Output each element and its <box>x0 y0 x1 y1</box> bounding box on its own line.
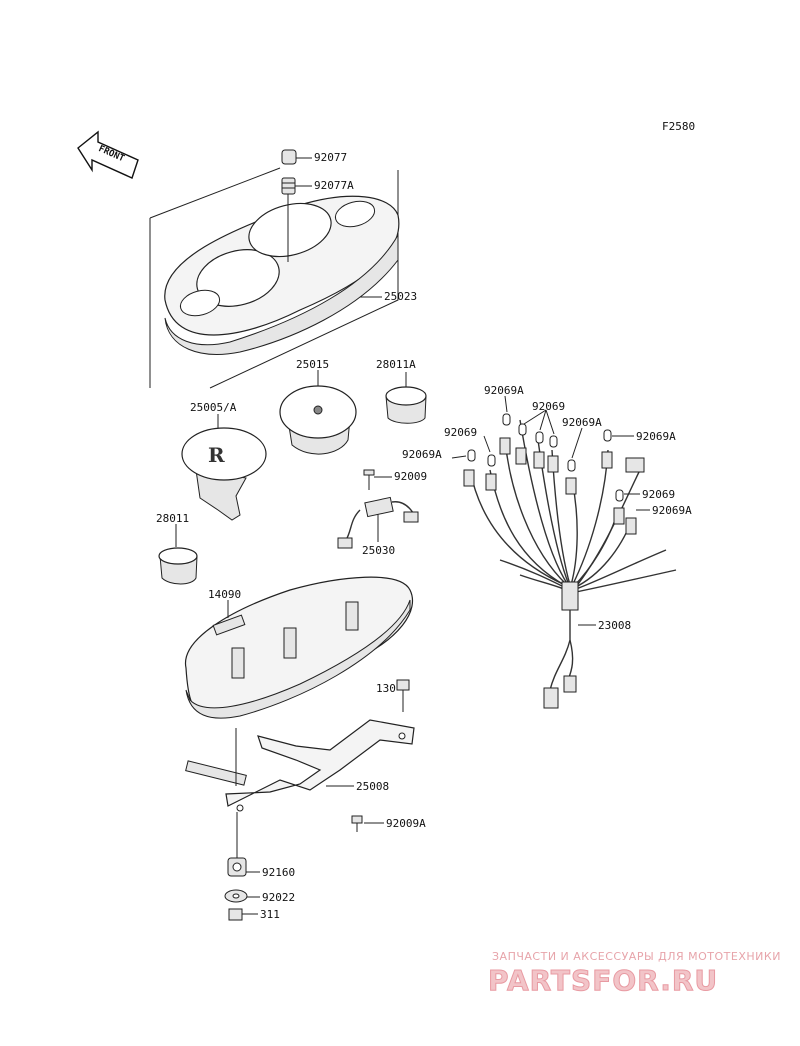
meter-case-14090 <box>184 576 414 719</box>
label-25015: 25015 <box>296 358 329 371</box>
unit-25030 <box>337 496 419 549</box>
watermark-logo: ЗАПЧАСТИ И АКСЕССУАРЫ ДЛЯ МОТОТЕХНИКИ PA… <box>488 950 781 998</box>
label-92077: 92077 <box>314 151 347 164</box>
meter-25005a: R <box>181 427 267 521</box>
diagram-code: F2580 <box>662 120 695 133</box>
label-14090: 14090 <box>208 588 241 601</box>
bulbs <box>463 413 637 535</box>
label-92069a-4: 92069A <box>636 430 676 443</box>
washer-92022 <box>224 889 248 903</box>
socket-28011 <box>158 547 198 585</box>
svg-text:R: R <box>208 443 225 467</box>
label-311: 311 <box>260 908 280 921</box>
label-25008: 25008 <box>356 780 389 793</box>
label-23008: 23008 <box>598 619 631 632</box>
label-92069-2: 92069 <box>444 426 477 439</box>
label-92069-3: 92069 <box>642 488 675 501</box>
label-92077a: 92077A <box>314 179 354 192</box>
label-92069-1: 92069 <box>532 400 565 413</box>
label-25005a: 25005/A <box>190 401 237 414</box>
screw-92009 <box>363 469 375 490</box>
label-28011: 28011 <box>156 512 189 525</box>
label-92069a-3: 92069A <box>402 448 442 461</box>
bracket-25008 <box>185 719 415 812</box>
label-92009: 92009 <box>394 470 427 483</box>
label-92069a-2: 92069A <box>562 416 602 429</box>
damper-92160 <box>227 857 247 877</box>
label-25023: 25023 <box>384 290 417 303</box>
grommet-92077a <box>281 177 296 195</box>
label-92069a-5: 92069A <box>652 504 692 517</box>
nut-311 <box>228 908 243 921</box>
watermark-subtitle: ЗАПЧАСТИ И АКСЕССУАРЫ ДЛЯ МОТОТЕХНИКИ <box>492 950 781 963</box>
watermark-brand: PARTSFOR.RU <box>488 964 718 997</box>
meter-25015 <box>279 385 357 455</box>
front-arrow-icon: FRONT <box>77 130 139 179</box>
bolt-130 <box>396 679 410 712</box>
label-92160: 92160 <box>262 866 295 879</box>
label-28011a: 28011A <box>376 358 416 371</box>
knob-92077 <box>281 149 297 165</box>
screw-92009a <box>351 815 363 832</box>
label-92069a-1: 92069A <box>484 384 524 397</box>
label-92009a: 92009A <box>386 817 426 830</box>
label-25030: 25030 <box>362 544 395 557</box>
meter-cover <box>164 195 400 355</box>
label-130: 130 <box>376 682 396 695</box>
label-92022: 92022 <box>262 891 295 904</box>
socket-28011a <box>385 386 427 424</box>
